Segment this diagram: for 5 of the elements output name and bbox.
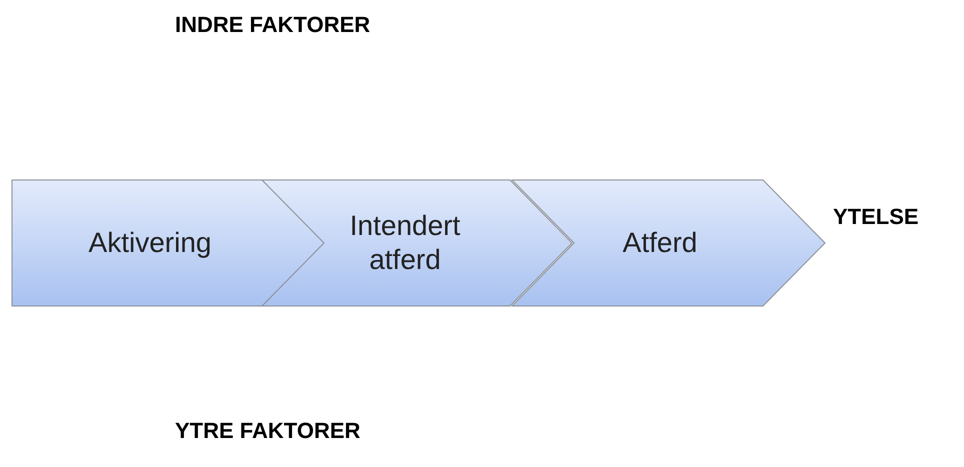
factor-heading: YTELSE (833, 204, 919, 230)
step-label: Intendert atferd (348, 209, 462, 277)
step-label: Atferd (622, 226, 698, 260)
factor-heading: YTRE FAKTORER (175, 418, 360, 444)
factor-heading: INDRE FAKTORER (175, 12, 370, 38)
